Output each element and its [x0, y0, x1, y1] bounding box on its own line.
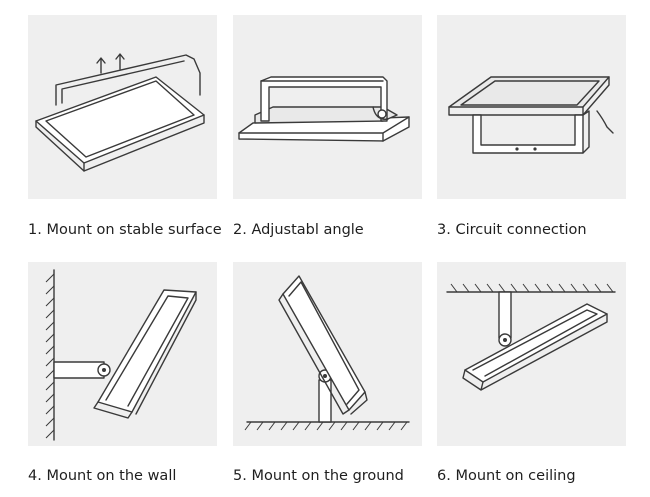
step-1-illustration [28, 15, 217, 199]
flood-light-ceiling-mount-icon [446, 283, 616, 391]
step-3-illustration [437, 15, 626, 199]
flood-light-wall-mount-icon [45, 269, 197, 441]
step-2-illustration [233, 15, 422, 199]
step-3-caption: 3. Circuit connection [437, 222, 587, 238]
step-6-illustration [437, 262, 626, 446]
step-6-caption: 6. Mount on ceiling [437, 468, 576, 484]
step-2-caption: 2. Adjustabl angle [233, 222, 364, 238]
step-5-illustration [233, 262, 422, 446]
flood-light-ground-mount-icon [244, 275, 410, 431]
step-5-caption: 5. Mount on the ground [233, 468, 404, 484]
step-4-caption: 4. Mount on the wall [28, 468, 177, 484]
step-4-illustration [28, 262, 217, 446]
flood-light-wiring-icon [448, 76, 614, 154]
step-1-caption: 1. Mount on stable surface [28, 222, 222, 238]
flood-light-surface-mount-icon [35, 53, 205, 172]
flood-light-angle-adjust-icon [238, 76, 410, 142]
